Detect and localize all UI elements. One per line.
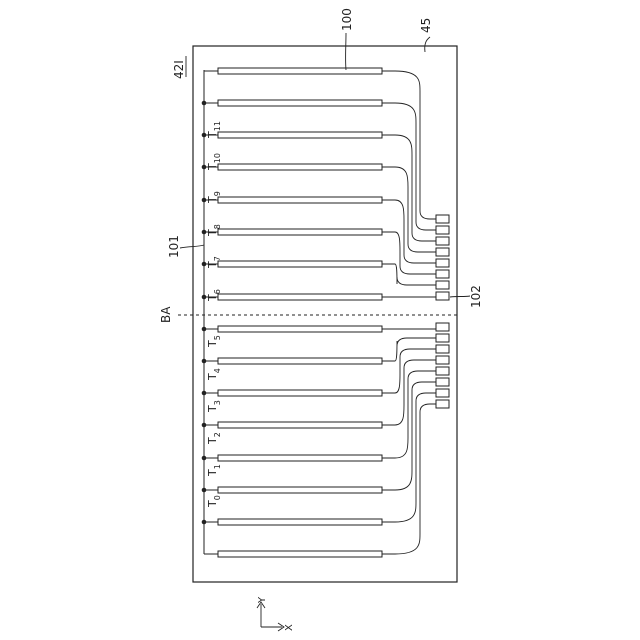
substrate-frame: [193, 46, 457, 582]
connection-pad: [436, 334, 449, 342]
electrode-strip: [204, 551, 382, 557]
terminal-label-t5: T5: [206, 335, 222, 348]
wire-ref-leader: [180, 245, 204, 248]
figure-id-label: 42I: [172, 60, 186, 79]
lead-wire: [382, 382, 436, 490]
connection-pad: [436, 389, 449, 397]
connection-pad: [436, 378, 449, 386]
terminal-label-t9: T9: [206, 191, 222, 204]
terminal-label-t10: T10: [206, 153, 222, 171]
connection-pad: [436, 292, 449, 300]
terminal-label-t0: T0: [206, 495, 222, 508]
lead-wire: [382, 232, 436, 274]
terminal-label-t3: T3: [206, 400, 222, 413]
electrode-strip: [202, 455, 382, 461]
connection-pad: [436, 259, 449, 267]
lead-wire: [382, 338, 436, 361]
terminal-ref-label: 102: [469, 285, 483, 308]
lead-wire: [382, 264, 436, 285]
electrode-strip: [202, 229, 382, 235]
terminal-label-t2: T2: [206, 432, 222, 445]
lead-wire: [382, 200, 436, 263]
wire-ref-label: 101: [167, 235, 181, 258]
lead-wire: [382, 135, 436, 241]
connection-pad: [436, 356, 449, 364]
electrode-strip: [202, 197, 382, 203]
terminal-ref-leader: [450, 296, 470, 297]
electrode-strip: [202, 358, 382, 364]
electrode-strip: [202, 422, 382, 428]
boundary-ref-label: BA: [159, 306, 173, 323]
connection-pad: [436, 248, 449, 256]
axis-x-label: X: [284, 624, 295, 631]
electrode-strip: [202, 294, 382, 300]
electrode-strip: [202, 132, 382, 138]
electrode-strip: [202, 164, 382, 170]
terminal-label-t1: T1: [206, 464, 222, 477]
connection-pad: [436, 237, 449, 245]
electrode-group: [202, 68, 382, 557]
lead-wire: [382, 71, 436, 219]
electrode-strip: [202, 487, 382, 493]
electrode-strip: [202, 261, 382, 267]
connection-pad: [436, 323, 449, 331]
lead-wire: [382, 167, 436, 252]
substrate-ref-leader: [425, 37, 430, 52]
electrode-strip: [202, 390, 382, 396]
terminal-label-t4: T4: [206, 368, 222, 381]
lead-wire: [382, 404, 436, 554]
connection-pad: [436, 367, 449, 375]
lead-wire: [382, 360, 436, 425]
substrate-ref-label: 45: [419, 18, 433, 33]
connection-pad: [436, 400, 449, 408]
pad-group: [436, 215, 449, 408]
wire-group: [382, 71, 436, 554]
lead-wire: [382, 371, 436, 458]
lead-wire: [382, 103, 436, 230]
electrode-strip: [202, 519, 382, 525]
electrode-strip: [204, 68, 382, 74]
electrode-strip: [202, 100, 382, 106]
axis-y-label: Y: [257, 596, 268, 604]
connection-pad: [436, 281, 449, 289]
electrode-ref-label: 100: [340, 8, 354, 31]
connection-pad: [436, 215, 449, 223]
connection-pad: [436, 270, 449, 278]
connection-pad: [436, 345, 449, 353]
connection-pad: [436, 226, 449, 234]
lead-wire: [382, 393, 436, 522]
terminal-label-t11: T11: [206, 121, 222, 139]
electrode-strip: [202, 326, 382, 332]
